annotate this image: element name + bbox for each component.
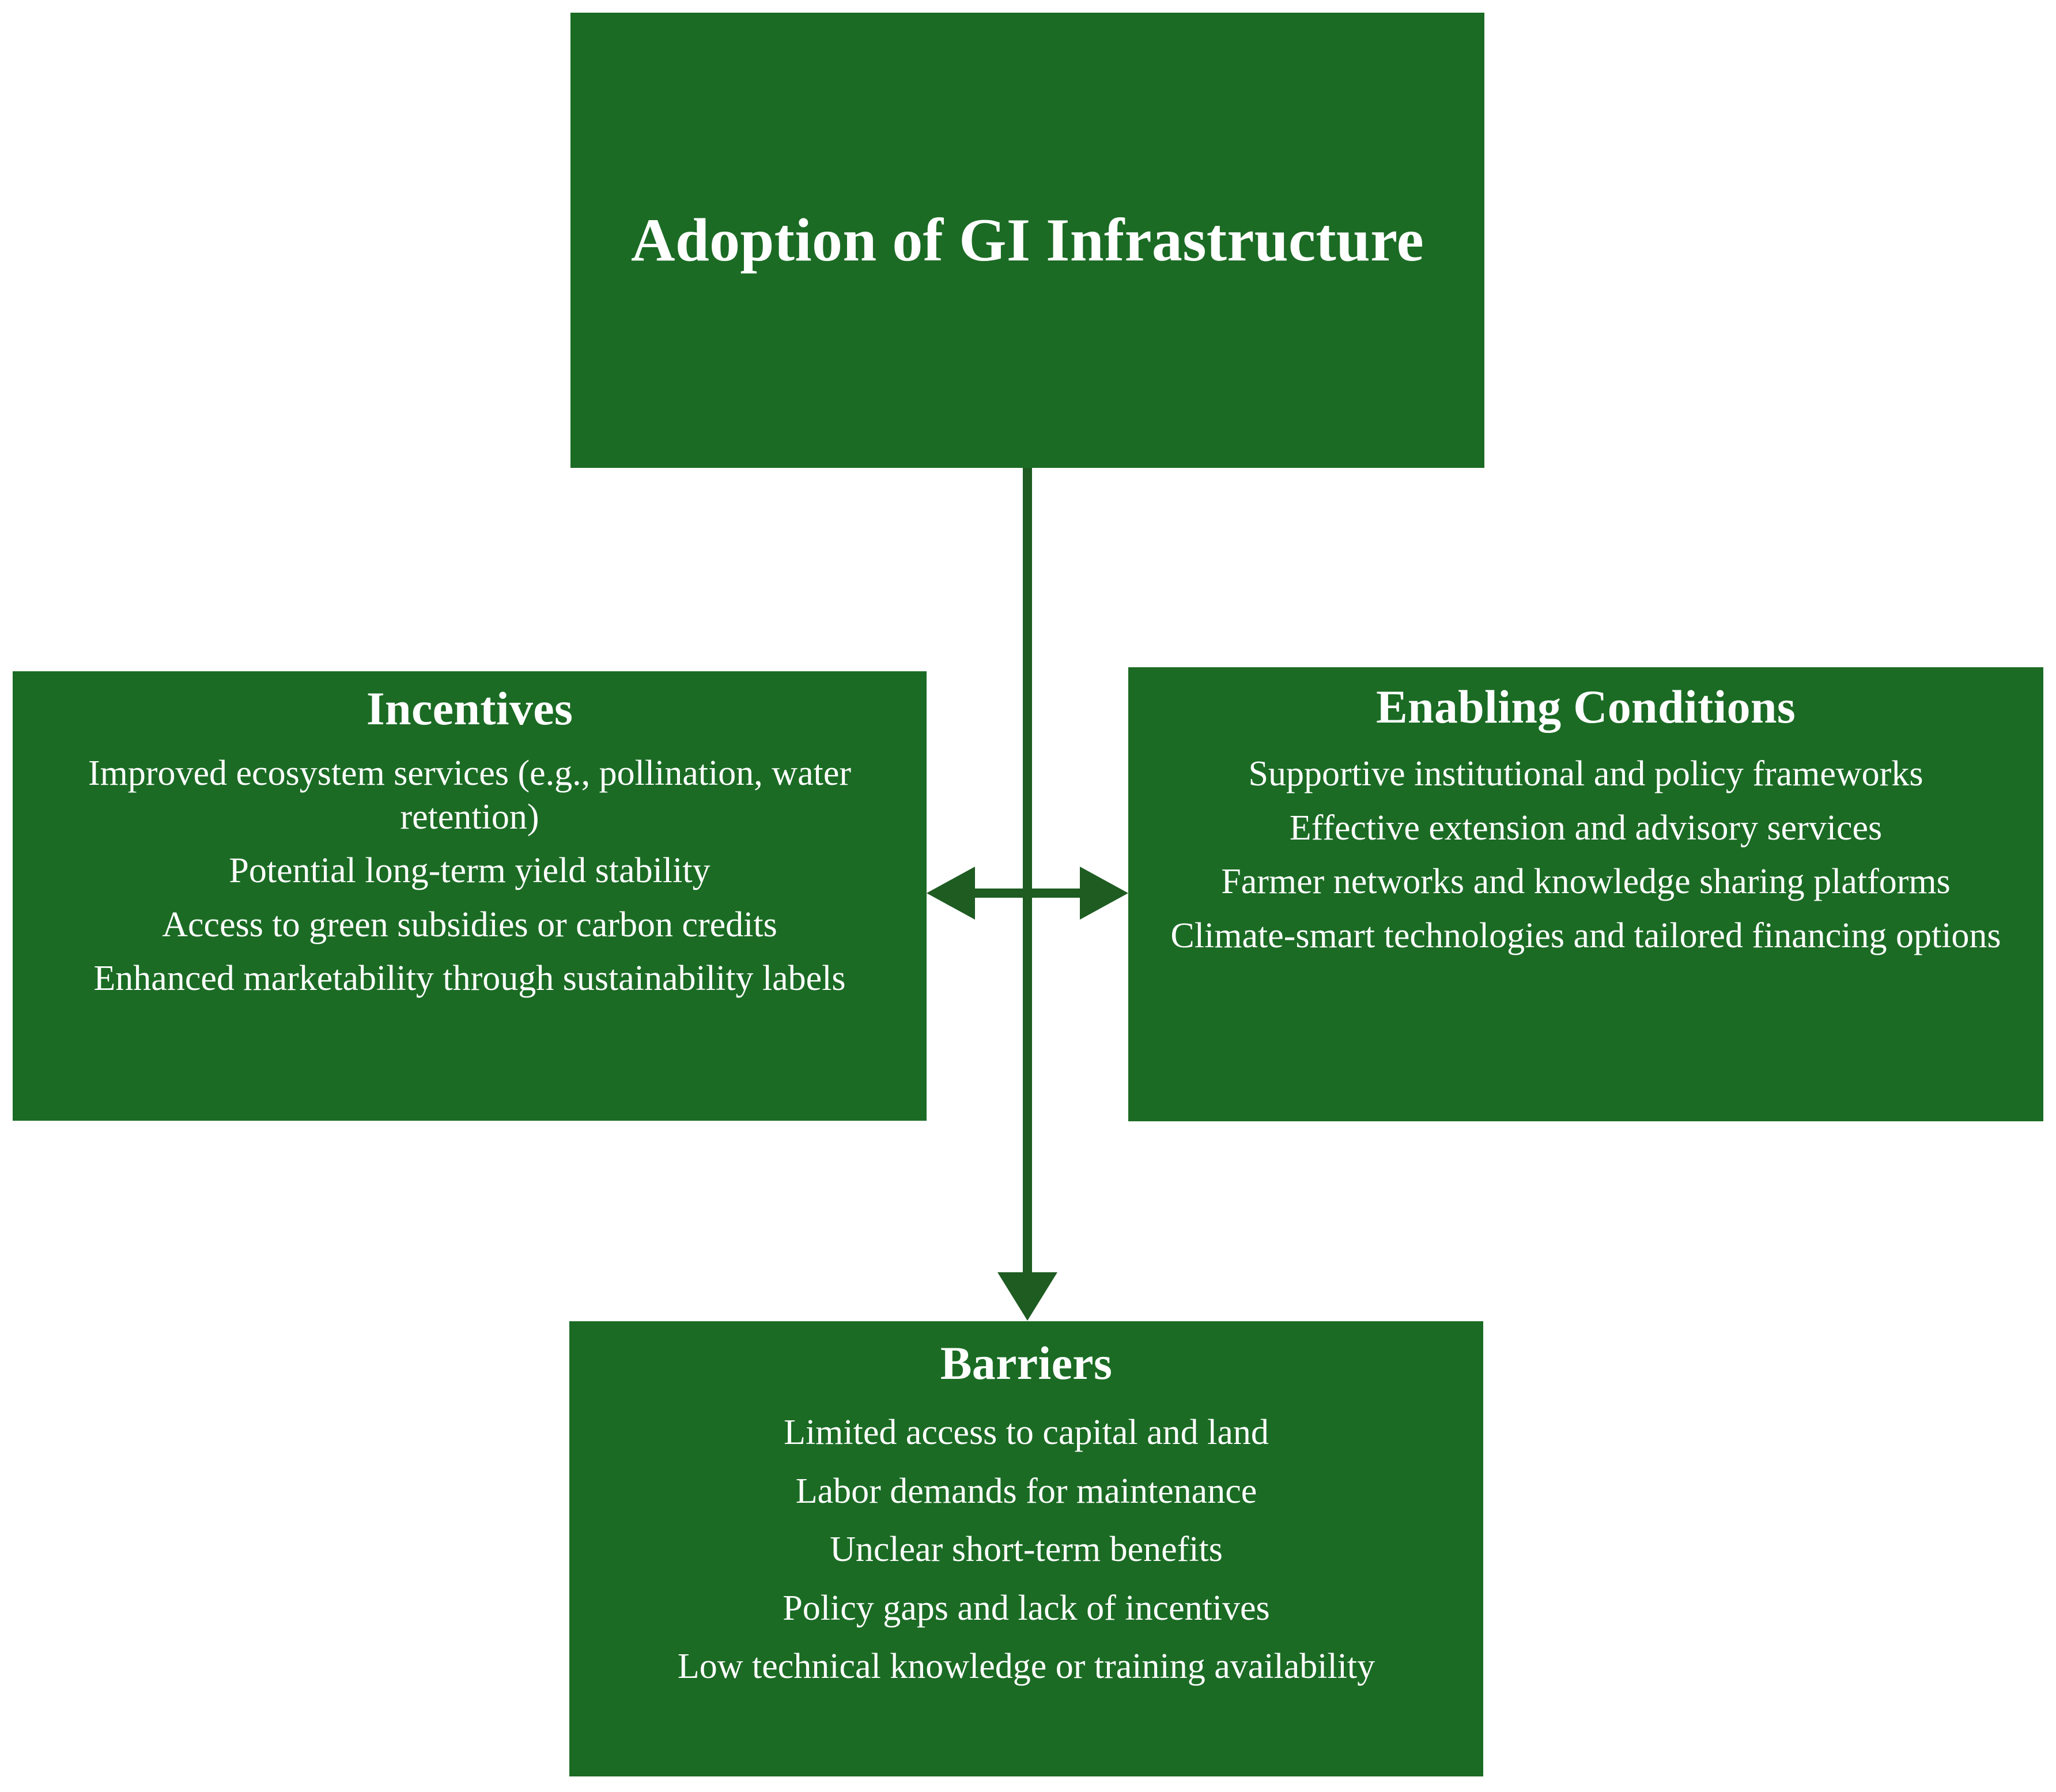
node-enabling-conditions-list: Supportive institutional and policy fram… [1132,747,2040,963]
list-item: Enhanced marketability through sustainab… [93,959,846,999]
node-barriers-title: Barriers [940,1337,1113,1389]
list-item: Limited access to capital and land [784,1412,1269,1452]
node-enabling-conditions: Enabling Conditions Supportive instituti… [1128,667,2043,1121]
node-incentives: Incentives Improved ecosystem services (… [13,671,927,1121]
list-item: Potential long-term yield stability [229,851,710,891]
list-item: Access to green subsidies or carbon cred… [162,905,777,944]
list-item: Supportive institutional and policy fram… [1248,754,1923,793]
list-item: Low technical knowledge or training avai… [677,1647,1375,1687]
list-item: Policy gaps and lack of incentives [783,1588,1270,1628]
node-barriers: Barriers Limited access to capital and l… [569,1321,1483,1776]
node-enabling-conditions-title: Enabling Conditions [1375,680,1796,733]
node-adoption-title: Adoption of GI Infrastructure [631,206,1424,274]
list-item: Farmer networks and knowledge sharing pl… [1221,862,1951,902]
connector-adoption-to-barriers [997,468,1057,1321]
node-barriers-list: Limited access to capital and land Labor… [575,1404,1477,1696]
node-adoption-of-gi-infrastructure: Adoption of GI Infrastructure [570,13,1484,468]
list-item: Improved ecosystem services (e.g., polli… [88,753,851,837]
list-item: Labor demands for maintenance [795,1471,1257,1511]
list-item: Unclear short-term benefits [830,1530,1223,1570]
node-incentives-title: Incentives [366,682,573,735]
node-incentives-list: Improved ecosystem services (e.g., polli… [18,747,921,1006]
list-item: Climate-smart technologies and tailored … [1170,916,2001,955]
connector-incentives-to-enabling [927,867,1128,920]
list-item: Effective extension and advisory service… [1289,808,1883,848]
